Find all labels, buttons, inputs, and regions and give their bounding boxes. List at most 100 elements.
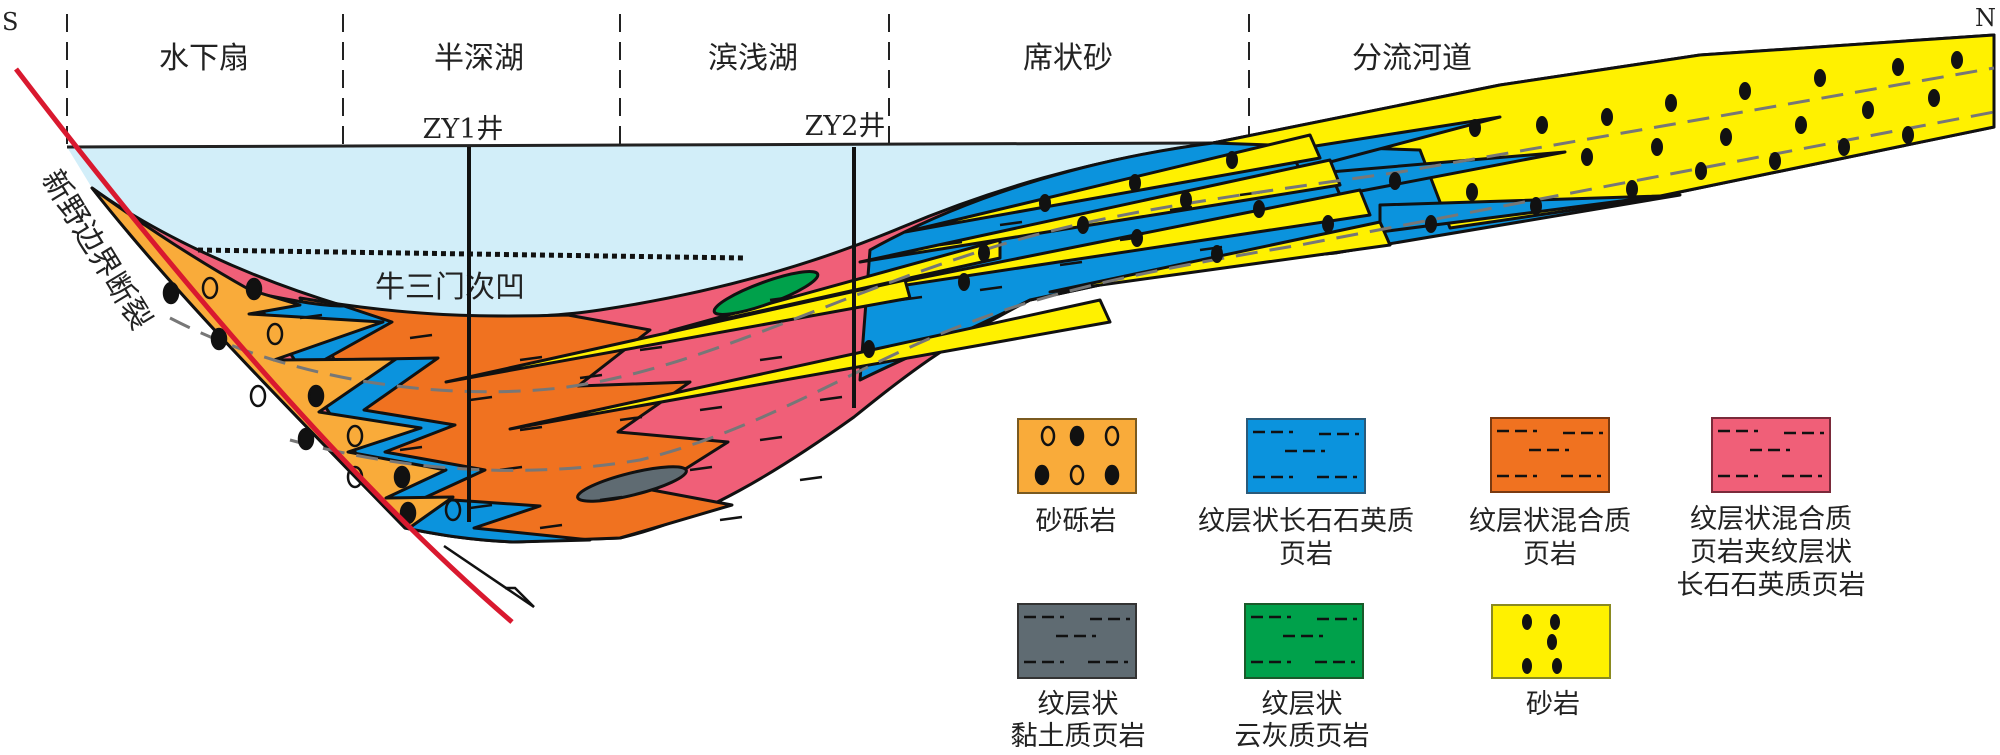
legend-label: 页岩夹纹层状	[1690, 537, 1852, 568]
sand-grain-dot	[1550, 614, 1560, 630]
sand-grain-dot	[1552, 658, 1562, 674]
sand-grain-dot	[863, 340, 875, 358]
sandstone-tongue	[508, 298, 1112, 431]
lamination-dash	[1059, 260, 1083, 267]
lamination-dash	[469, 395, 493, 402]
sag-label: 牛三门次凹	[375, 270, 525, 305]
sand-grain-dot	[1951, 51, 1963, 69]
lamination-dash	[619, 415, 643, 422]
lamination-dash	[469, 503, 493, 510]
gravel-open-circle	[201, 276, 219, 300]
sand-grain-dot	[1211, 245, 1223, 263]
lamination-dash	[579, 373, 603, 380]
legend-label: 砂岩	[1526, 689, 1580, 720]
well-zy2-label: ZY2井	[805, 111, 886, 142]
correlation-dashed-line	[169, 66, 1995, 394]
legend-item-feldspathic-quartz-shale: 纹层状长石石英质 页岩	[1198, 418, 1414, 570]
gravel-filled-dot	[1069, 425, 1085, 447]
shale-wedge	[1378, 194, 1662, 234]
gravel-filled-dot	[307, 384, 325, 408]
legend-label: 纹层状混合质	[1690, 504, 1852, 535]
legend-label: 纹层状混合质	[1469, 506, 1631, 537]
sand-grain-dot	[1892, 58, 1904, 76]
lamination-dash	[409, 333, 433, 340]
south-label: S	[2, 8, 18, 36]
lamination-dash	[639, 345, 663, 352]
lamination-dash	[699, 405, 723, 412]
lamination-dash	[799, 475, 823, 482]
gravel-open-circle	[1069, 464, 1085, 486]
legend-swatch	[1246, 418, 1366, 494]
sand-grain-dot	[1601, 108, 1613, 126]
legend-label: 纹层状	[1038, 689, 1119, 720]
clay-shale-lens	[576, 465, 688, 503]
sand-grain-dot	[1425, 215, 1437, 233]
sand-grain-dot	[1226, 151, 1238, 169]
gravel-open-circle	[346, 424, 364, 448]
lamination-dash	[979, 285, 1003, 292]
sand-grain-dot	[1581, 148, 1593, 166]
sand-grain-dot	[1739, 82, 1751, 100]
gravel-open-circle	[1104, 425, 1120, 447]
sand-grain-dot	[1131, 229, 1143, 247]
lamination-dash	[689, 465, 713, 472]
lamination-dash	[759, 435, 783, 442]
sand-grain-dot	[1180, 191, 1192, 209]
sand-grain-dot	[1928, 89, 1940, 107]
legend-item-dolomitic-shale: 纹层状 云灰质页岩	[1235, 603, 1370, 752]
sand-grain-dot	[1795, 116, 1807, 134]
legend-item-mixed-shale: 纹层状混合质 页岩	[1469, 417, 1631, 570]
zone-label-subaqueous-fan: 水下扇	[159, 41, 249, 76]
legend-label: 砂砾岩	[1036, 506, 1117, 537]
legend-item-mixed-with-feldspathic-shale: 纹层状混合质 页岩夹纹层状 长石石英质页岩	[1677, 417, 1866, 601]
lake-surface-line	[66, 141, 1214, 149]
zone-label-shore-shallow-lake: 滨浅湖	[708, 41, 798, 76]
sand-grain-dot	[1466, 183, 1478, 201]
legend: 砂砾岩 纹层状长石石英质 页岩 纹层状混合质 页岩 纹层状混合质 页岩夹纹层状 …	[1011, 417, 1866, 752]
legend-label: 纹层状长石石英质	[1198, 506, 1414, 537]
gravel-filled-dot	[162, 281, 180, 305]
sandstone-tongue	[903, 133, 1322, 234]
lamination-dash	[899, 295, 923, 302]
sand-grain-dot	[1469, 119, 1481, 137]
lamination-dash	[599, 495, 623, 502]
gravel-open-circle	[249, 384, 267, 408]
sand-grain-dot	[1522, 614, 1532, 630]
gravel-filled-dot	[245, 277, 263, 301]
lamination-dash	[299, 313, 323, 320]
sand-grain-dot	[1651, 138, 1663, 156]
legend-label: 长石石英质页岩	[1677, 570, 1866, 601]
gravel-filled-dot	[393, 465, 411, 489]
well-zy1-label: ZY1井	[423, 114, 504, 145]
sand-grain-dot	[1769, 152, 1781, 170]
sand-grain-dot	[1626, 180, 1638, 198]
legend-swatch	[1490, 417, 1610, 493]
sand-grain-dot	[1253, 200, 1265, 218]
gravel-filled-dot	[1034, 464, 1050, 486]
legend-label: 页岩	[1279, 539, 1333, 570]
sand-grain-dot	[1522, 658, 1532, 674]
sand-grain-dot	[1530, 197, 1542, 215]
sand-grain-dot	[978, 244, 990, 262]
gravel-filled-dot	[1104, 464, 1120, 486]
lamination-dash	[999, 220, 1023, 227]
zone-label-sheet-sand: 席状砂	[1023, 41, 1113, 76]
sand-grain-dot	[1720, 128, 1732, 146]
gravel-open-circle	[266, 322, 284, 346]
gravel-filled-dot	[210, 327, 228, 351]
lamination-dash	[939, 240, 963, 247]
fault-slip-arrow-icon	[443, 544, 535, 609]
legend-label: 页岩	[1523, 539, 1577, 570]
sandstone-tongue	[818, 188, 1372, 300]
lake-water	[67, 143, 1213, 318]
sand-grain-dot	[1862, 101, 1874, 119]
sand-grain-dot	[1814, 69, 1826, 87]
legend-label: 云灰质页岩	[1235, 721, 1370, 752]
gravel-open-circle	[1040, 425, 1056, 447]
legend-item-clay-shale: 纹层状 黏土质页岩	[1011, 603, 1146, 752]
legend-swatch	[1017, 603, 1137, 679]
lamination-dash	[719, 515, 743, 522]
sand-grain-dot	[1322, 215, 1334, 233]
